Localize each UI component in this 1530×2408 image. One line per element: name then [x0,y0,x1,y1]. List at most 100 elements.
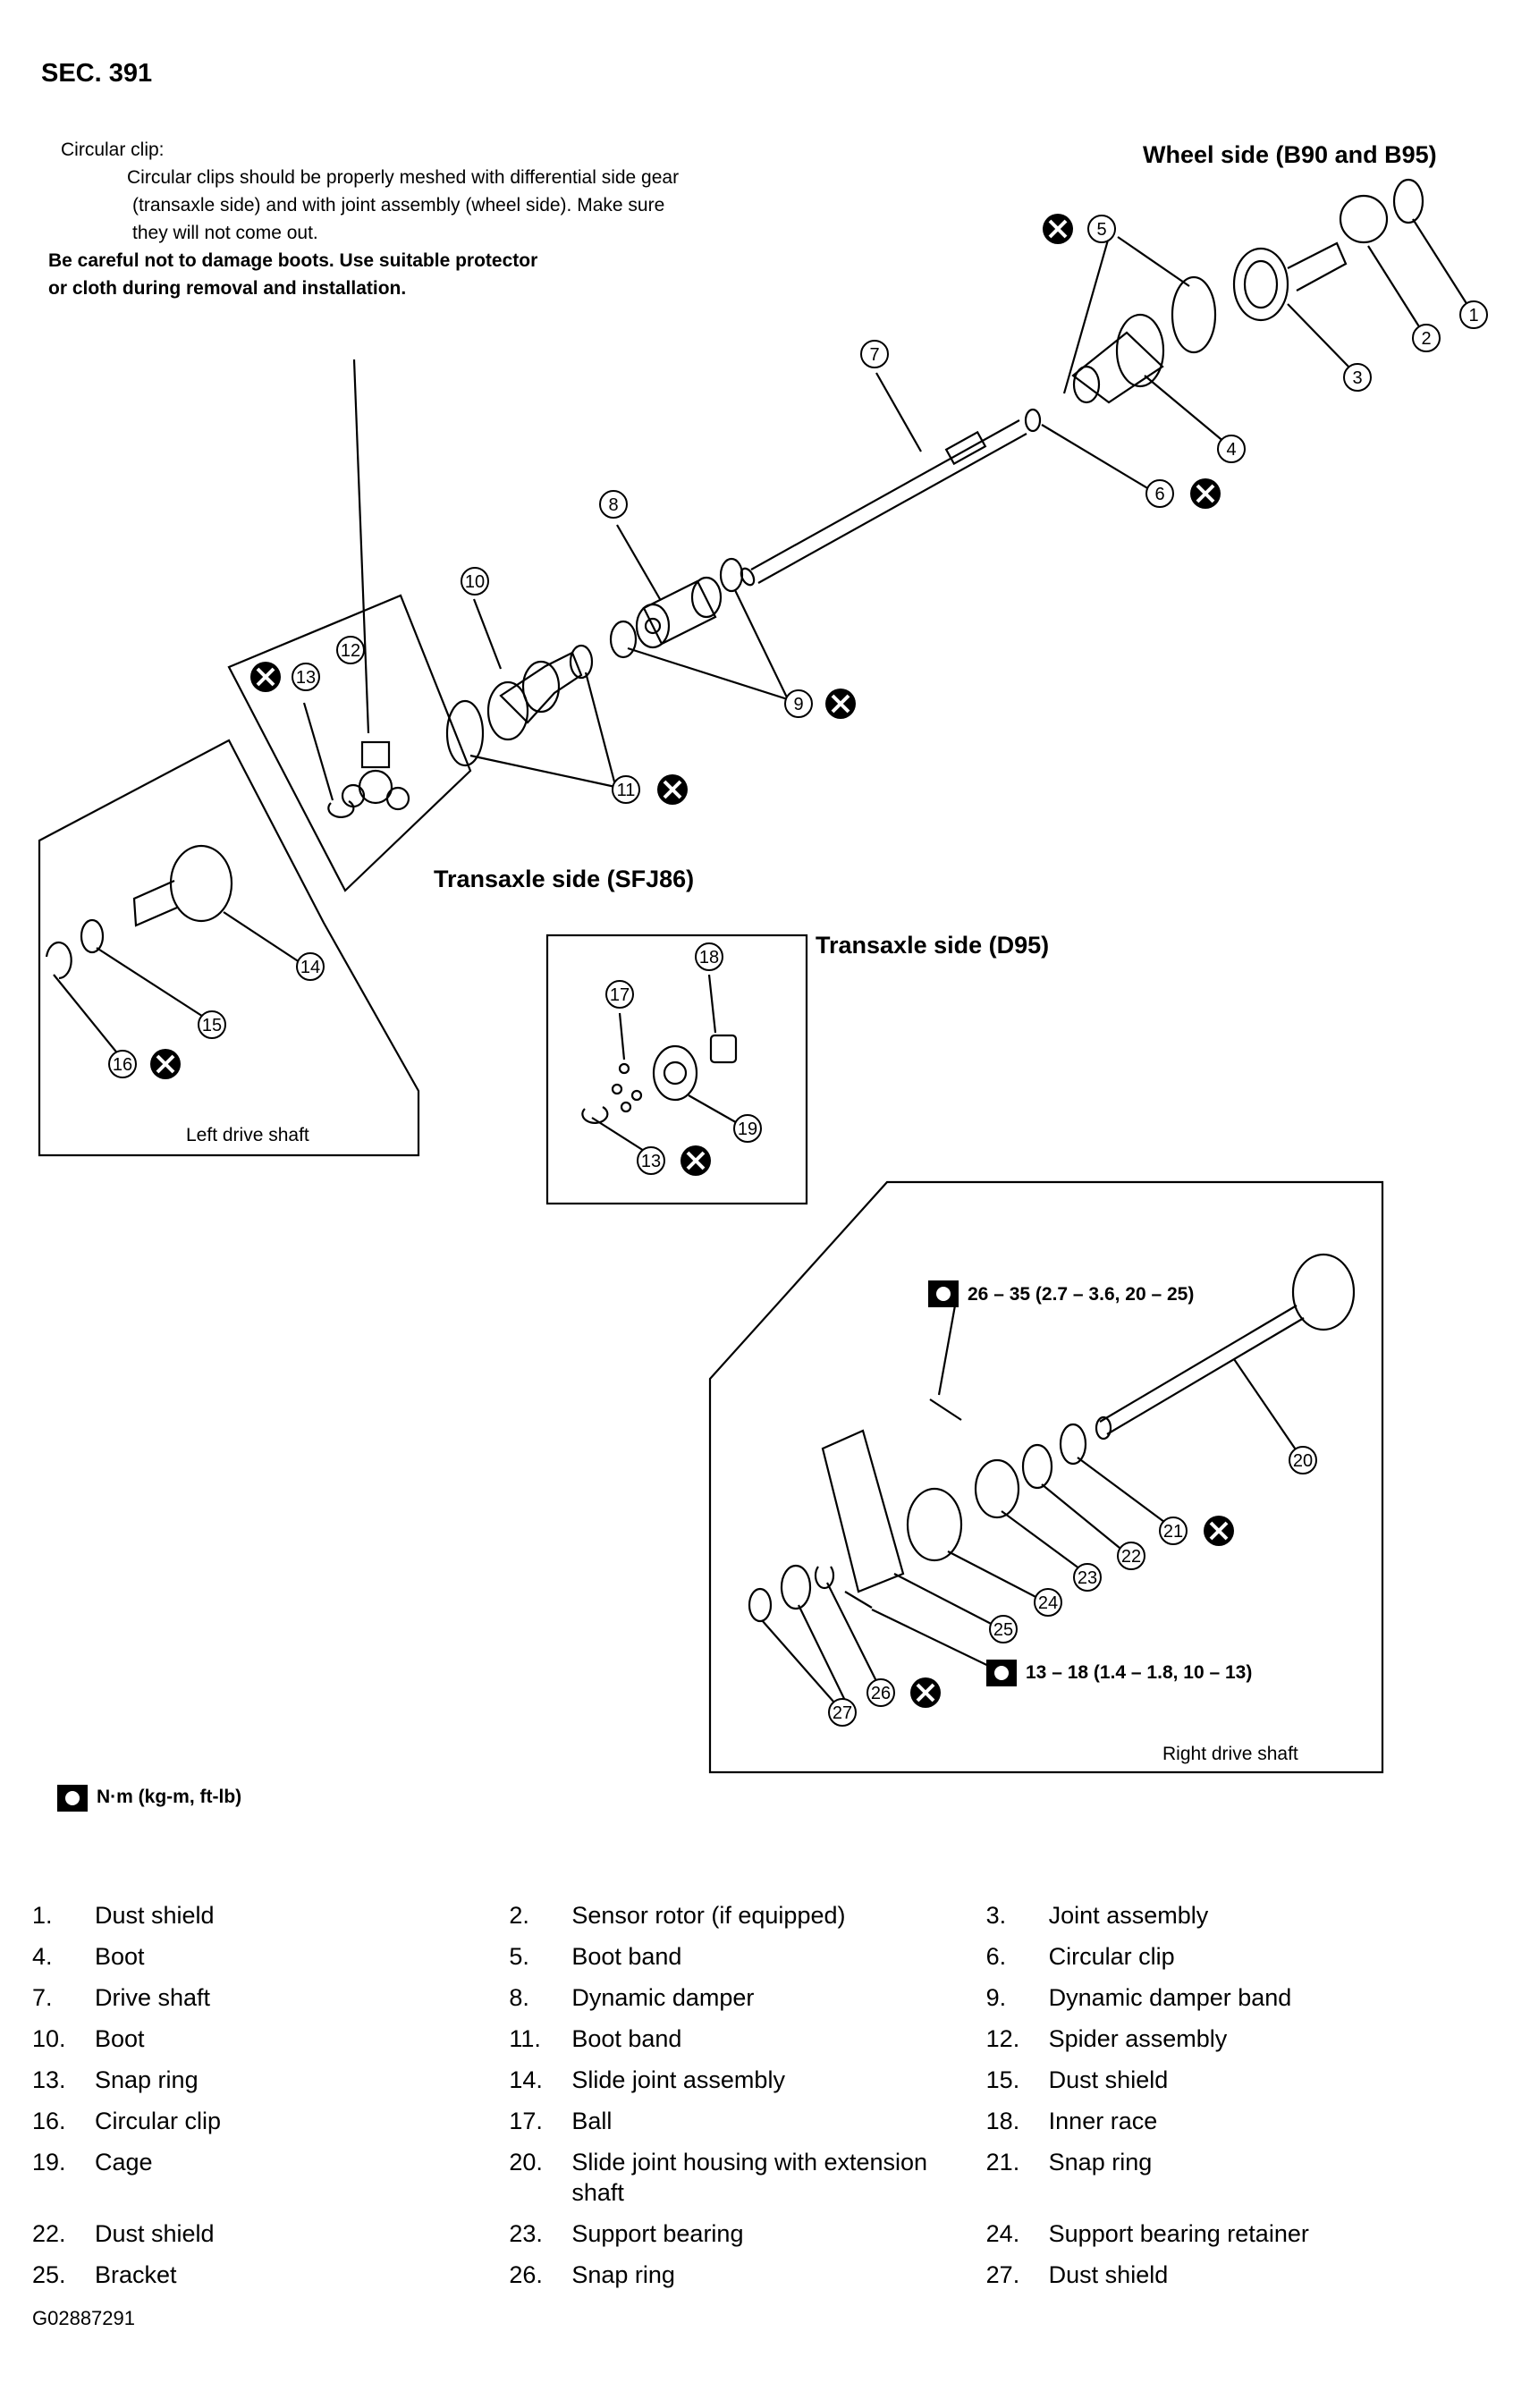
list-item: 5.Boot band [509,1941,985,1972]
sfj86-snap-ring [327,800,355,818]
part-name: Sensor rotor (if equipped) [571,1902,846,1929]
part-number: 9. [985,1984,1007,2011]
callout-24: 24 [1034,1588,1062,1617]
do-not-reuse-icon [1204,1516,1234,1546]
list-item: 13.Snap ring [32,2065,509,2095]
callouts: 1 2 3 4 5 6 7 8 9 10 11 12 13 14 15 16 1… [108,215,1488,1727]
callout-2: 2 [1412,324,1441,352]
do-not-reuse-icon [910,1677,941,1708]
callout-10-label: 10 [465,572,485,592]
part-name: Circular clip [1048,1943,1175,1970]
list-item: 19. Cage [32,2147,509,2208]
rs-snap-ring-26 [814,1566,835,1590]
list-item: 26.Snap ring [509,2260,985,2290]
dust-shield-wheel-drawing [1392,178,1424,224]
callout-18: 18 [695,942,723,971]
transaxle-d95-header: Transaxle side (D95) [816,932,1050,959]
callout-8-label: 8 [608,495,618,515]
part-name: Boot [95,1943,145,1970]
part-number: 11. [509,2025,541,2052]
callout-23: 23 [1073,1563,1102,1592]
do-not-reuse-icon [657,774,688,805]
list-item: 22.Dust shield [32,2218,509,2249]
parts-row: 13.Snap ring 14.Slide joint assembly 15.… [32,2065,1463,2095]
rs-dust-shield-27a [748,1587,773,1623]
callout-6-label: 6 [1154,485,1164,504]
parts-row: 4.Boot 5.Boot band 6. Circular clip [32,1941,1463,1972]
callout-11: 11 [612,775,640,804]
callout-5-label: 5 [1096,220,1106,240]
callout-21: 21 [1159,1517,1188,1545]
callout-23-label: 23 [1078,1568,1097,1588]
list-item: 15.Dust shield [986,2065,1463,2095]
callout-5: 5 [1087,215,1116,243]
do-not-reuse-icon [1043,214,1073,244]
callout-24-label: 24 [1038,1593,1058,1613]
list-item: 4.Boot [32,1941,509,1972]
parts-row: 19.Cage 20.Slide joint housing with exte… [32,2147,1463,2208]
callout-16-label: 16 [113,1055,132,1075]
part-name: Dust shield [1048,2066,1169,2093]
outer-boot-drawing [1071,313,1165,404]
list-item: 14.Slide joint assembly [509,2065,985,2095]
rs-retainer-24 [906,1487,963,1562]
transaxle-sfj86-header: Transaxle side (SFJ86) [434,866,695,892]
callout-18-label: 18 [699,948,719,967]
torque-wrench-icon [986,1660,1017,1686]
note-line-4: they will not come out. [132,223,318,243]
callout-12-label: 12 [341,641,360,661]
part-name: Boot band [571,1943,682,1970]
inner-boot-band-small [569,644,594,680]
inner-boot-drawing [486,651,583,741]
outer-boot-band-large [1171,275,1217,354]
part-number: 22. [32,2220,66,2247]
right-drive-shaft-frame [708,1180,1384,1774]
inner-boot-band-large [445,699,485,767]
callout-2-label: 2 [1421,329,1431,349]
part-name: Circular clip [95,2108,222,2134]
torque-wrench-icon [928,1280,959,1307]
list-item: 23.Support bearing [509,2218,985,2249]
right-shaft-drawing [1095,1253,1356,1441]
list-item: 2. Sensor rotor (if equipped) [509,1900,985,1931]
do-not-reuse-icon [825,689,856,719]
spider-assembly-drawing [341,740,410,811]
callout-12: 12 [336,636,365,664]
outer-circular-clip [1024,408,1042,433]
callout-25: 25 [989,1615,1018,1643]
part-number: 2. [509,1902,529,1929]
part-name: Cage [95,2149,153,2176]
callout-1-label: 1 [1468,306,1478,325]
part-name: Dynamic damper [571,1984,755,2011]
d95-components-drawing [611,1034,738,1113]
dynamic-damper-drawing [635,576,723,649]
callout-6: 6 [1145,479,1174,508]
list-item: 27.Dust shield [986,2260,1463,2290]
part-name: Drive shaft [95,1984,211,2011]
slide-joint-left-drawing [132,844,233,927]
callout-20-label: 20 [1293,1451,1313,1471]
part-name: Support bearing [571,2220,744,2247]
torque-legend: N·m (kg-m, ft-lb) [97,1787,242,1807]
do-not-reuse-icon [150,1049,181,1079]
parts-row: 25.Bracket 26.Snap ring 27.Dust shield [32,2260,1463,2290]
part-name: Dust shield [1048,2261,1169,2288]
callout-13-d95: 13 [637,1146,665,1175]
list-item: 18.Inner race [986,2106,1463,2136]
d95-inset-frame [545,934,808,1205]
damper-band-b [719,557,744,593]
part-number: 19. [32,2149,66,2176]
part-number: 6. [985,1943,1007,1970]
rs-bolt-upper [929,1398,962,1421]
right-drive-shaft-caption: Right drive shaft [1162,1744,1298,1764]
callout-3: 3 [1343,363,1372,392]
list-item: 12.Spider assembly [986,2024,1463,2054]
callout-7-label: 7 [869,345,879,365]
torque-spec-lower: 13 – 18 (1.4 – 1.8, 10 – 13) [1026,1662,1253,1683]
callout-3-label: 3 [1352,368,1362,388]
callout-27: 27 [828,1698,857,1727]
callout-15-label: 15 [202,1016,222,1035]
rs-dust-shield-27b [780,1564,812,1610]
note-line-1: Circular clip: [61,139,165,160]
